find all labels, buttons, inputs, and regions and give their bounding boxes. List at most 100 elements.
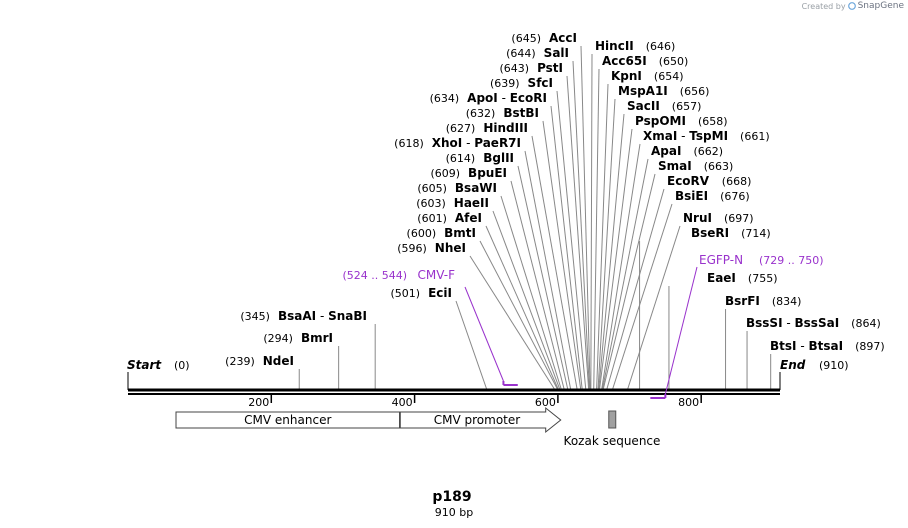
site-sfci-position: (639) <box>490 77 520 90</box>
site-eaei-position: (755) <box>748 272 778 285</box>
site-bpuei-leader <box>510 180 565 391</box>
site-acc65i-name: Acc65I <box>602 54 647 68</box>
feature-kozak-sequence-label: Kozak sequence <box>564 434 661 448</box>
site-acci-name: AccI <box>549 31 577 45</box>
site-haeii-leader <box>492 210 561 391</box>
site-bsiei-position: (676) <box>720 190 750 203</box>
site-bsrfi: BsrFI(834) <box>725 294 801 308</box>
site-hindiii-leader <box>531 135 578 391</box>
site-bsiei: BsiEI(676) <box>675 189 750 203</box>
site-bsaai-snabi-position: (345) <box>240 310 270 323</box>
site-ecorv-leader <box>606 188 665 391</box>
site-ecorv-position: (668) <box>722 175 752 188</box>
site-sfci: SfcI(639) <box>490 76 553 90</box>
site-smai-leader <box>602 173 656 391</box>
site-bsssi-bsssai: BssSI - BssSaI(864) <box>746 316 881 330</box>
site-xhoi-paer7i-position: (618) <box>394 137 424 150</box>
credit-text: Created by <box>801 1 846 11</box>
site-mspa1i-name: MspA1I <box>618 84 668 98</box>
site-kpni-position: (654) <box>654 70 684 83</box>
site-bsawi-name: BsaWI <box>455 181 497 195</box>
site-leader-lines <box>298 45 772 391</box>
site-ndei-position: (239) <box>225 355 255 368</box>
site-mspa1i-leader <box>597 98 616 391</box>
site-afei-position: (601) <box>417 212 447 225</box>
site-sfci-leader <box>556 90 587 391</box>
plasmid-name: p189 <box>432 489 472 505</box>
site-apai: ApaI(662) <box>651 144 723 158</box>
site-bmti-name: BmtI <box>444 226 476 240</box>
site-bsaai-snabi: BsaAI - SnaBI (345) <box>240 309 367 323</box>
site-apoi-ecori: ApoI - EcoRI (634) <box>430 91 547 105</box>
primer-cmv-f-name: CMV-F <box>418 268 456 282</box>
site-ecorv-name: EcoRV <box>667 174 710 188</box>
site-afei-leader <box>485 225 560 391</box>
site-bsaai-snabi-name: BsaAI - SnaBI <box>278 309 367 323</box>
site-acc65i: Acc65I(650) <box>602 54 688 68</box>
site-bglii-name: BglII <box>483 151 514 165</box>
ruler-label-400: 400 <box>392 396 413 409</box>
site-bsiei-leader <box>611 203 673 391</box>
site-haeii-name: HaeII <box>454 196 489 210</box>
ruler-label-800: 800 <box>678 396 699 409</box>
site-sacii-name: SacII <box>627 99 660 113</box>
feature-cmv-promoter: CMV promoter <box>399 406 562 434</box>
end-position: (910) <box>819 359 849 372</box>
site-bpuei-name: BpuEI <box>468 166 507 180</box>
feature-kozak-sequence-box <box>608 410 617 429</box>
site-nrui-name: NruI <box>683 211 712 225</box>
start-marker: Start(0) <box>127 358 190 390</box>
site-sali-position: (644) <box>506 47 536 60</box>
site-hindiii-position: (627) <box>446 122 476 135</box>
site-ecii-leader <box>455 300 488 391</box>
feature-cmv-enhancer-label: CMV enhancer <box>244 413 331 427</box>
site-bmri: BmrI(294) <box>263 331 333 345</box>
site-bmti-position: (600) <box>407 227 437 240</box>
site-bsrfi-name: BsrFI <box>725 294 760 308</box>
site-apoi-ecori-leader <box>550 105 583 391</box>
site-kpni-leader <box>596 83 609 391</box>
site-ecii-name: EciI <box>428 286 452 300</box>
site-acci: AccI(645) <box>511 31 577 45</box>
site-kpni: KpnI (654) <box>611 69 684 83</box>
site-btsi-btsai-name: BtsI - BtsaI <box>770 339 843 353</box>
site-haeii: HaeII(603) <box>416 196 489 210</box>
primer-egfp-n: EGFP-N(729 .. 750) <box>650 253 824 399</box>
site-kpni-name: KpnI <box>611 69 642 83</box>
site-hindiii: HindIII(627) <box>446 121 528 135</box>
site-btsi-btsai: BtsI - BtsaI(897) <box>770 339 885 353</box>
feature-cmv-promoter-label: CMV promoter <box>434 413 521 427</box>
site-bseri: BseRI(714) <box>691 226 771 240</box>
snapgene-logo-icon <box>847 2 856 10</box>
site-ecii-position: (501) <box>391 287 421 300</box>
site-bstbi-position: (632) <box>466 107 496 120</box>
ruler-label-200: 200 <box>248 396 269 409</box>
site-apoi-ecori-position: (634) <box>430 92 460 105</box>
feature-cmv-promoter-arrow <box>399 406 562 434</box>
site-bmri-position: (294) <box>263 332 293 345</box>
site-hincii-name: HincII <box>595 39 634 53</box>
site-apoi-ecori-name: ApoI - EcoRI <box>467 91 547 105</box>
site-xmai-tspmi-position: (661) <box>740 130 770 143</box>
site-afei: AfeI (601) <box>417 211 482 225</box>
site-hincii-position: (646) <box>646 40 676 53</box>
site-nrui-position: (697) <box>724 212 754 225</box>
site-bsssi-bsssai-name: BssSI - BssSaI <box>746 316 839 330</box>
site-nrui: NruI (697) <box>683 211 754 225</box>
primer-cmv-f: CMV-F(524 .. 544) <box>342 268 518 386</box>
site-ndei-name: NdeI <box>263 354 294 368</box>
site-smai: SmaI(663) <box>658 159 733 173</box>
site-pspomi: PspOMI(658) <box>635 114 728 128</box>
site-afei-name: AfeI <box>455 211 482 225</box>
site-bglii-position: (614) <box>446 152 476 165</box>
site-sacii-position: (657) <box>672 100 702 113</box>
site-xmai-tspmi: XmaI - TspMI(661) <box>643 129 770 143</box>
site-bstbi: BstBI(632) <box>466 106 539 120</box>
site-acc65i-leader <box>593 68 600 391</box>
feature-cmv-enhancer: CMV enhancer <box>175 411 401 429</box>
site-bseri-name: BseRI <box>691 226 729 240</box>
credit-brand: SnapGene <box>857 1 904 11</box>
site-smai-name: SmaI <box>658 159 692 173</box>
site-psti-leader <box>566 75 590 391</box>
site-pspomi-name: PspOMI <box>635 114 686 128</box>
